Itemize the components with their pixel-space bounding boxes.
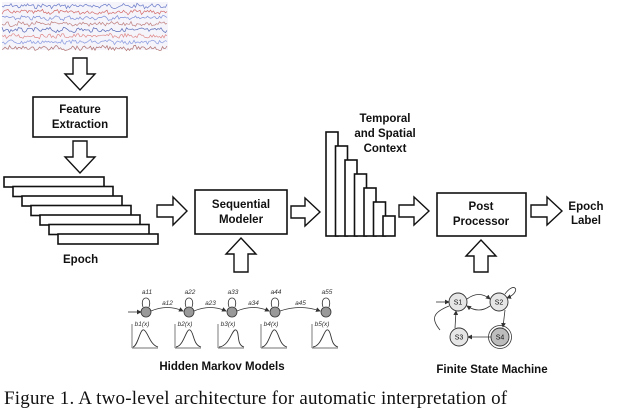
eeg-trace <box>1 38 168 46</box>
emission-label: b4(x) <box>264 321 279 328</box>
context-block <box>382 215 396 237</box>
hmm-self-loop <box>141 297 151 308</box>
hmm-state <box>226 306 238 318</box>
fsm-edge <box>466 305 491 311</box>
hmm-label: Hidden Markov Models <box>159 361 284 373</box>
up-arrow-hmm-to-modeler <box>224 236 258 273</box>
eeg-trace <box>1 26 168 34</box>
epoch-output-label-line2: Label <box>571 215 601 227</box>
up-arrow-fsm-to-postprocessor <box>464 238 498 273</box>
sequential-modeler-label-line2: Modeler <box>219 214 264 226</box>
fsm-state-label: S2 <box>495 300 504 307</box>
feature-extraction-box: Feature Extraction <box>32 96 128 138</box>
eeg-trace <box>1 15 168 22</box>
hmm-self-loop <box>227 297 237 308</box>
hmm-state <box>140 306 152 318</box>
fsm-state <box>449 327 469 347</box>
hmm-forward-transition-label: a12 <box>162 300 173 307</box>
down-arrow-eeg-to-feature <box>63 57 97 92</box>
post-processor-label-line2: Processor <box>453 216 510 228</box>
eeg-trace <box>1 2 168 10</box>
hmm-forward-transition-label: a23 <box>205 300 216 307</box>
post-processor-label-line1: Post <box>469 201 494 213</box>
feature-extraction-label-line1: Feature <box>59 104 101 116</box>
epoch-block <box>48 223 150 236</box>
epoch-block <box>12 185 114 198</box>
epoch-block <box>39 214 141 226</box>
down-arrow-feature-to-epoch <box>63 140 97 175</box>
fsm-state-label: S1 <box>454 300 463 307</box>
emission-curve <box>218 329 245 348</box>
hmm-self-transition-label: a55 <box>322 289 333 296</box>
right-arrow-context-to-postprocessor <box>398 195 431 227</box>
eeg-signal-image <box>1 2 168 52</box>
epoch-block <box>30 204 132 217</box>
epoch-label: Epoch <box>63 254 98 266</box>
hmm-forward-transition-label: a34 <box>248 300 259 307</box>
figure-caption: Figure 1. A two-level architecture for a… <box>4 388 508 409</box>
emission-label: b3(x) <box>221 321 236 328</box>
hmm-forward-arrow <box>150 307 184 312</box>
right-arrow-modeler-to-context <box>290 196 322 228</box>
hmm-state <box>183 306 195 318</box>
epoch-block <box>21 195 123 207</box>
emission-label: b1(x) <box>135 321 150 328</box>
hmm-self-transition-label: a11 <box>142 289 153 296</box>
eeg-trace <box>1 8 168 16</box>
post-processor-box: Post Processor <box>436 192 527 237</box>
hmm-self-loop <box>321 297 331 308</box>
emission-label: b2(x) <box>178 321 193 328</box>
context-label-line2: and Spatial <box>354 128 415 140</box>
fsm-edge <box>434 305 450 331</box>
eeg-trace <box>1 44 168 52</box>
hmm-forward-arrow <box>193 307 227 312</box>
fsm-state <box>490 327 510 347</box>
hmm-state <box>320 306 332 318</box>
fsm-state-label: S3 <box>455 335 464 342</box>
fsm-edge <box>501 309 506 328</box>
sequential-modeler-label-line1: Sequential <box>212 199 270 211</box>
emission-curve <box>261 329 288 348</box>
hmm-figure: a11 a12 b1(x) a22 a23 b2(x) a33 a34 b3(x) a44 a45 b… <box>128 289 339 349</box>
fsm-final-ring <box>488 325 512 349</box>
fsm-state-label: S4 <box>496 335 505 342</box>
emission-curve <box>312 329 339 348</box>
context-label-line1: Temporal <box>360 113 411 125</box>
epoch-block <box>3 176 105 188</box>
hmm-forward-arrow <box>279 307 321 312</box>
emission-curve <box>175 329 202 348</box>
hmm-self-transition-label: a44 <box>271 289 282 296</box>
hmm-forward-arrow <box>236 307 270 312</box>
context-stack <box>325 131 396 237</box>
epoch-block <box>57 233 159 245</box>
fsm-state <box>489 292 509 312</box>
emission-label: b5(x) <box>315 321 330 328</box>
context-label-line3: Context <box>364 143 407 155</box>
fsm-state <box>448 292 468 312</box>
emission-curve <box>132 329 159 348</box>
eeg-trace <box>1 32 168 40</box>
hmm-self-loop <box>184 297 194 308</box>
hmm-state <box>269 306 281 318</box>
right-arrow-postprocessor-to-label <box>530 195 564 227</box>
epoch-output-label-line1: Epoch <box>568 201 603 213</box>
hmm-self-transition-label: a33 <box>228 289 239 296</box>
feature-extraction-label-line2: Extraction <box>52 119 108 131</box>
fsm-edge <box>453 310 459 329</box>
fsm-edge <box>466 294 491 300</box>
architecture-diagram: Feature Extraction Epoch Sequential Mode… <box>1 2 604 376</box>
fsm-label: Finite State Machine <box>436 364 547 376</box>
fsm-self-loop <box>504 287 516 299</box>
eeg-trace <box>1 20 168 28</box>
hmm-self-transition-label: a22 <box>185 289 196 296</box>
hmm-self-loop <box>270 297 280 308</box>
sequential-modeler-box: Sequential Modeler <box>194 189 288 235</box>
epoch-stack <box>3 176 159 245</box>
hmm-forward-transition-label: a45 <box>295 300 306 307</box>
right-arrow-epoch-to-modeler <box>156 195 188 227</box>
